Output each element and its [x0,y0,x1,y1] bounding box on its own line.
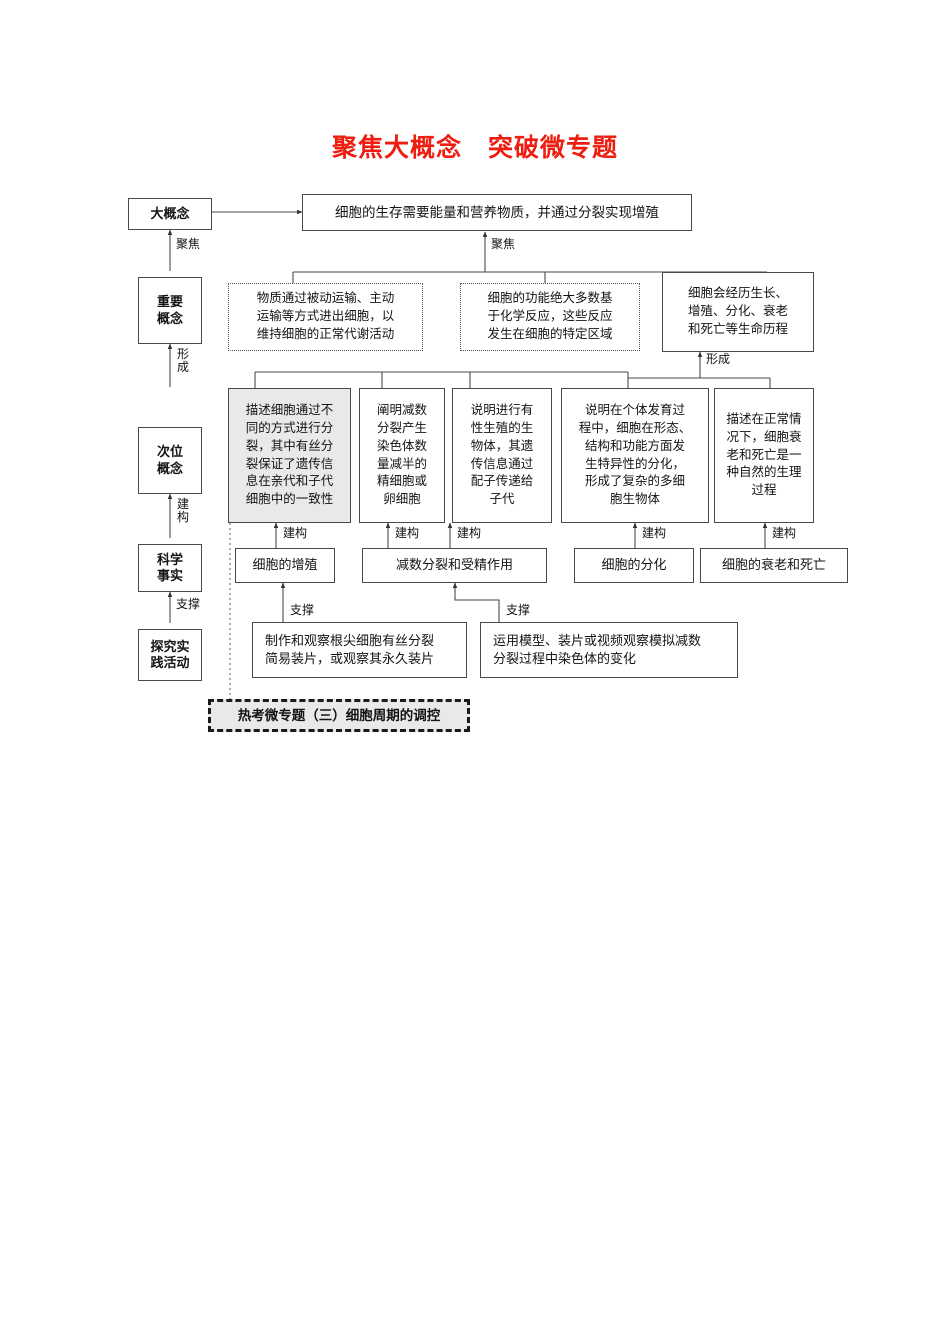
spine-connector-label-construct: 建 构 [176,497,189,525]
science-fact-box-1: 细胞的增殖 [235,548,335,583]
sub-concept-box-1: 描述细胞通过不 同的方式进行分 裂，其中有丝分 裂保证了遗传信 息在亲代和子代 … [228,388,351,523]
spine-box-science-fact: 科学 事实 [138,544,202,592]
practice-activity-box-2: 运用模型、装片或视频观察模拟减数 分裂过程中染色体的变化 [480,622,738,678]
construct-edge-label-1: 建构 [283,526,308,540]
construct-edge-label-4: 建构 [642,526,667,540]
spine-box-important-concept: 重要 概念 [138,277,202,344]
spine-box-practice-activity: 探究实 践活动 [138,629,202,681]
important-concept-box-3: 细胞会经历生长、 增殖、分化、衰老 和死亡等生命历程 [662,272,814,352]
page-title: 聚焦大概念 突破微专题 [331,134,618,162]
practice-activity-box-1: 制作和观察根尖细胞有丝分裂 简易装片，或观察其永久装片 [252,622,467,678]
construct-edge-label-3: 建构 [457,526,482,540]
spine-connector-label-focus: 聚焦 [176,237,201,251]
spine-connector-label-form: 形 成 [176,347,189,375]
spine-connector-label-support: 支撑 [176,597,201,611]
big-concept-box: 细胞的生存需要能量和营养物质，并通过分裂实现增殖 [302,194,692,231]
form-edge-label: 形成 [706,352,731,366]
spine-box-big-concept: 大概念 [128,198,212,230]
science-fact-box-3: 细胞的分化 [574,548,694,583]
science-fact-box-4: 细胞的衰老和死亡 [700,548,848,583]
sub-concept-box-5: 描述在正常情 况下，细胞衰 老和死亡是一 种自然的生理 过程 [714,388,814,523]
science-fact-box-2: 减数分裂和受精作用 [362,548,547,583]
sub-concept-box-2: 阐明减数 分裂产生 染色体数 量减半的 精细胞或 卵细胞 [359,388,445,523]
special-topic-box: 热考微专题（三）细胞周期的调控 [208,699,470,732]
support-edge-label-1: 支撑 [290,603,315,617]
spine-box-sub-concept: 次位 概念 [138,427,202,494]
important-concept-box-1: 物质通过被动运输、主动 运输等方式进出细胞，以 维持细胞的正常代谢活动 [228,283,423,351]
important-concept-box-2: 细胞的功能绝大多数基 于化学反应，这些反应 发生在细胞的特定区域 [460,283,640,351]
support-edge-label-2: 支撑 [506,603,531,617]
focus-edge-label: 聚焦 [491,237,516,251]
sub-concept-box-4: 说明在个体发育过 程中，细胞在形态、 结构和功能方面发 生特异性的分化， 形成了… [561,388,709,523]
construct-edge-label-5: 建构 [772,526,797,540]
construct-edge-label-2: 建构 [395,526,420,540]
sub-concept-box-3: 说明进行有 性生殖的生 物体，其遗 传信息通过 配子传递给 子代 [452,388,552,523]
